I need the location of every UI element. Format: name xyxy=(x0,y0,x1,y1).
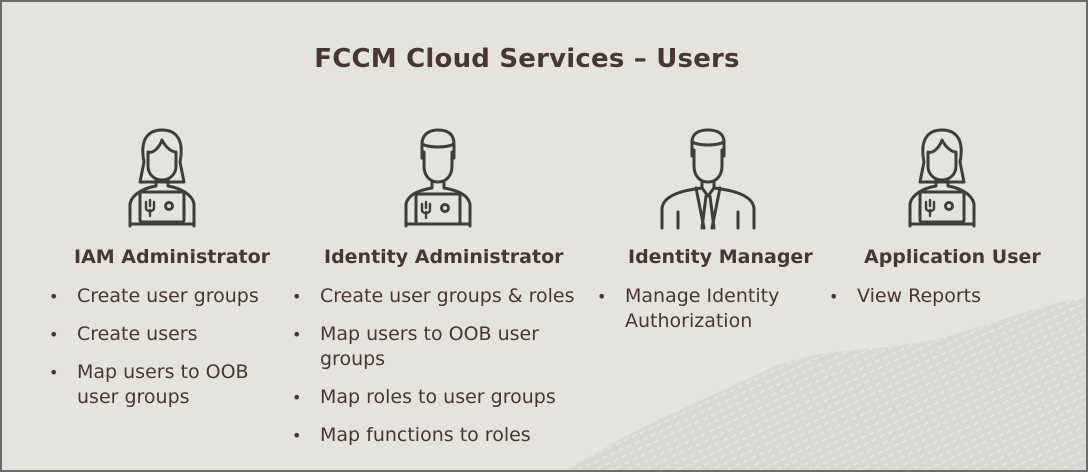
page-title: FCCM Cloud Services – Users xyxy=(314,44,740,74)
role-name: Application User xyxy=(864,246,1041,268)
list-item: Create user groups xyxy=(49,284,279,309)
list-item: Create users xyxy=(49,322,279,347)
role-item-list: View Reports xyxy=(829,284,1049,322)
list-item: Map roles to user groups xyxy=(292,385,592,410)
role-item-list: Manage Identity Authorization xyxy=(597,284,807,347)
male-admin-laptop-icon xyxy=(400,122,476,228)
list-item: Create user groups & roles xyxy=(292,284,592,309)
role-item-list: Create user groups & roles Map users to … xyxy=(292,284,592,461)
role-name: Identity Manager xyxy=(628,246,813,268)
role-name: IAM Administrator xyxy=(74,246,271,268)
list-item: Manage Identity Authorization xyxy=(597,284,805,334)
list-item: Map users to OOB user groups xyxy=(49,360,277,410)
role-item-list: Create user groups Create users Map user… xyxy=(49,284,279,423)
male-manager-suit-icon xyxy=(658,122,758,230)
female-user-laptop-icon xyxy=(906,122,978,228)
role-name: Identity Administrator xyxy=(324,246,564,268)
female-admin-laptop-icon xyxy=(126,122,198,228)
list-item: Map users to OOB user groups xyxy=(292,322,570,372)
list-item: Map functions to roles xyxy=(292,423,592,448)
list-item: View Reports xyxy=(829,284,1049,309)
